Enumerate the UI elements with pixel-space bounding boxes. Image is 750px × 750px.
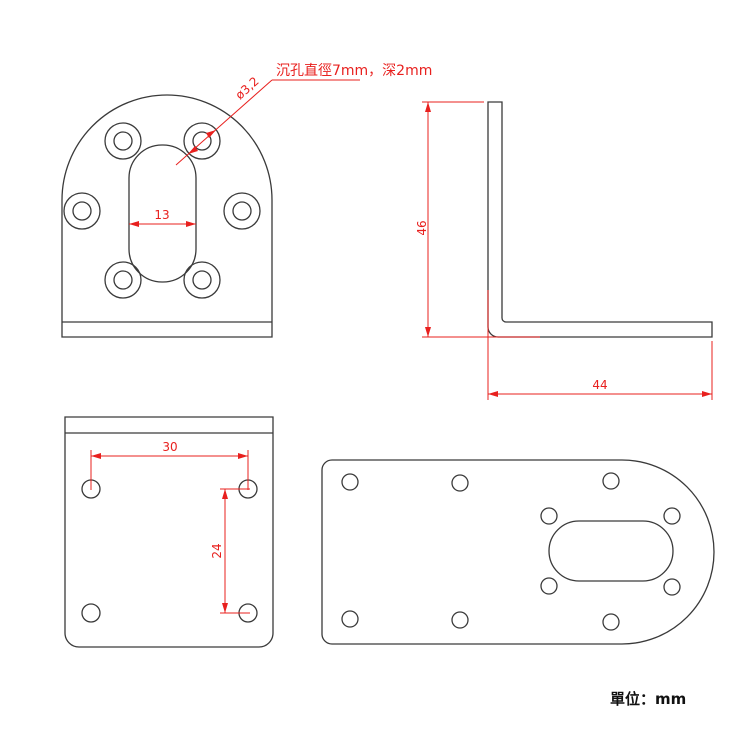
hole-spacing-y-label: 24 [210,543,224,558]
length-label: 44 [592,378,607,392]
front-view-outline [61,94,273,338]
flat-holes [341,472,681,631]
flat-pattern [321,459,715,645]
flat-pattern-outline [321,459,715,645]
countersunk-holes [63,122,261,299]
slot [128,144,197,283]
slot-width-label: 13 [154,208,169,222]
side-view: 46 44 [415,101,713,400]
units-label: 單位：mm [610,690,687,708]
countersink-note: 沉孔直徑7mm，深2mm [276,62,432,79]
height-label: 46 [415,220,429,235]
side-view-profile [487,101,713,338]
flat-slot [548,520,674,582]
mounting-holes [81,479,258,623]
front-view: 13 ø3,2 沉孔直徑7mm，深2mm [61,62,432,338]
back-view: 30 24 [64,416,274,648]
back-view-outline [64,416,274,648]
hole-diameter-label: ø3,2 [233,74,262,102]
hole-spacing-x-label: 30 [162,440,177,454]
